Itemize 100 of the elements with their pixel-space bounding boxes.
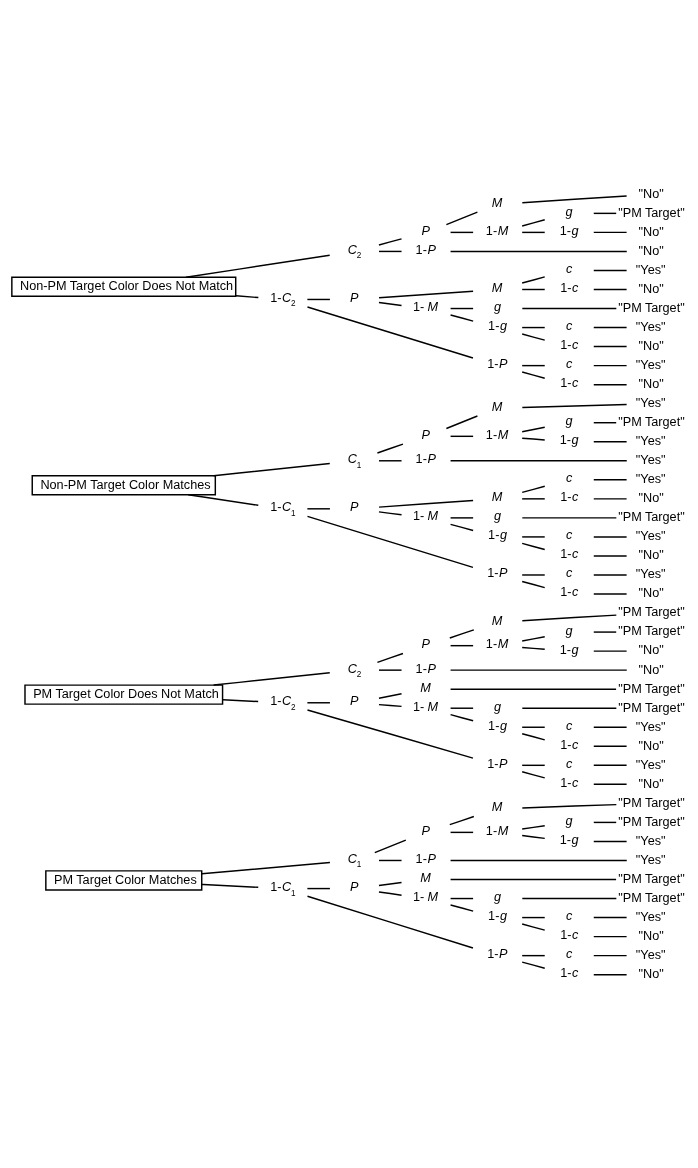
- node-text: "PM Target": [618, 795, 685, 810]
- connector: [376, 442, 404, 454]
- node-text: "No": [638, 243, 664, 258]
- node-text: "PM Target": [618, 681, 685, 696]
- node-text: 1-P: [487, 756, 508, 771]
- node-text: 1-P: [487, 356, 508, 371]
- node-text: 1-M: [485, 636, 509, 651]
- connector: [521, 370, 546, 379]
- connector: [449, 313, 474, 322]
- node-text: 1- M: [412, 699, 438, 714]
- node-text: c: [566, 318, 573, 333]
- connector: [521, 426, 546, 432]
- node-text: g: [565, 623, 573, 638]
- node-text: 1-g: [559, 642, 579, 657]
- connector: [593, 288, 628, 290]
- node-text: c: [566, 718, 573, 733]
- connector: [449, 897, 474, 899]
- connector: [593, 649, 628, 652]
- node-text: c: [566, 527, 573, 542]
- node-text: g: [494, 299, 502, 314]
- connector: [521, 954, 546, 956]
- connector: [306, 708, 474, 759]
- connector: [521, 732, 546, 741]
- connector: [521, 922, 546, 931]
- node-text: "No": [638, 585, 664, 600]
- connector: [593, 364, 628, 366]
- connector: [222, 698, 259, 702]
- node-text: "Yes": [635, 452, 666, 467]
- connector: [593, 973, 628, 975]
- connector: [449, 435, 474, 437]
- node-text: P: [421, 223, 430, 238]
- node-text: M: [420, 680, 431, 695]
- connector: [593, 326, 628, 328]
- node-text: c: [566, 261, 573, 276]
- node-text: c: [566, 908, 573, 923]
- connector: [521, 497, 546, 500]
- connector: [521, 707, 618, 709]
- node-text: "No": [638, 966, 664, 981]
- connector: [521, 403, 628, 408]
- node-text: "Yes": [635, 319, 666, 334]
- node-text: 1-P: [415, 242, 436, 257]
- connector: [378, 510, 403, 516]
- connector: [449, 815, 475, 825]
- connector: [235, 294, 260, 298]
- node-text: C$_{2}$: [347, 242, 362, 260]
- connector: [449, 628, 475, 639]
- node-text: "Yes": [635, 909, 666, 924]
- node-text: g: [565, 813, 573, 828]
- node-text: P: [349, 499, 359, 514]
- connector: [378, 250, 403, 252]
- connector: [449, 250, 628, 252]
- node-text: M: [420, 870, 431, 885]
- connector: [593, 726, 628, 728]
- node-text: "Yes": [635, 357, 666, 372]
- connector: [521, 897, 618, 899]
- connector: [306, 507, 331, 510]
- connector: [521, 535, 546, 538]
- connector: [521, 646, 546, 650]
- node-text: 1-g: [559, 832, 579, 847]
- connector: [521, 613, 618, 621]
- node-text: 1-g: [488, 318, 507, 333]
- node-text: 1-g: [488, 527, 507, 542]
- connector: [521, 275, 546, 284]
- connector: [378, 703, 403, 707]
- node-text: P: [421, 636, 430, 651]
- connector: [449, 859, 628, 861]
- node-text: 1-M: [485, 823, 509, 838]
- node-text: c: [566, 470, 573, 485]
- connector: [378, 668, 403, 671]
- connector: [593, 478, 628, 481]
- node-text: "PM Target": [618, 414, 685, 429]
- node-text: "No": [638, 186, 664, 201]
- node-box: Non-PM Target Color Does Not Match: [11, 276, 237, 297]
- node-text: c: [566, 356, 573, 371]
- connector: [593, 440, 628, 442]
- node-text: "Yes": [635, 262, 666, 277]
- connector: [449, 523, 474, 531]
- connector: [521, 803, 618, 809]
- connector: [521, 326, 546, 328]
- connector: [593, 554, 628, 557]
- node-text: M: [491, 799, 503, 814]
- node-text: 1-P: [415, 851, 436, 866]
- connector: [593, 630, 617, 633]
- node-text: "No": [638, 662, 664, 676]
- connector: [449, 459, 628, 461]
- connector: [521, 516, 618, 519]
- node-text: "No": [638, 928, 664, 943]
- connector: [593, 421, 617, 423]
- node-text: 1-c: [560, 927, 579, 942]
- connector: [593, 231, 628, 233]
- connector: [378, 459, 403, 461]
- connector: [306, 701, 331, 703]
- connector: [593, 345, 628, 347]
- connector: [212, 462, 331, 476]
- connector: [201, 861, 331, 874]
- node-text: 1-P: [415, 451, 436, 466]
- connector: [521, 288, 546, 290]
- node-text: 1-M: [485, 223, 509, 238]
- node-text: 1-c: [560, 489, 579, 504]
- connector: [374, 838, 407, 853]
